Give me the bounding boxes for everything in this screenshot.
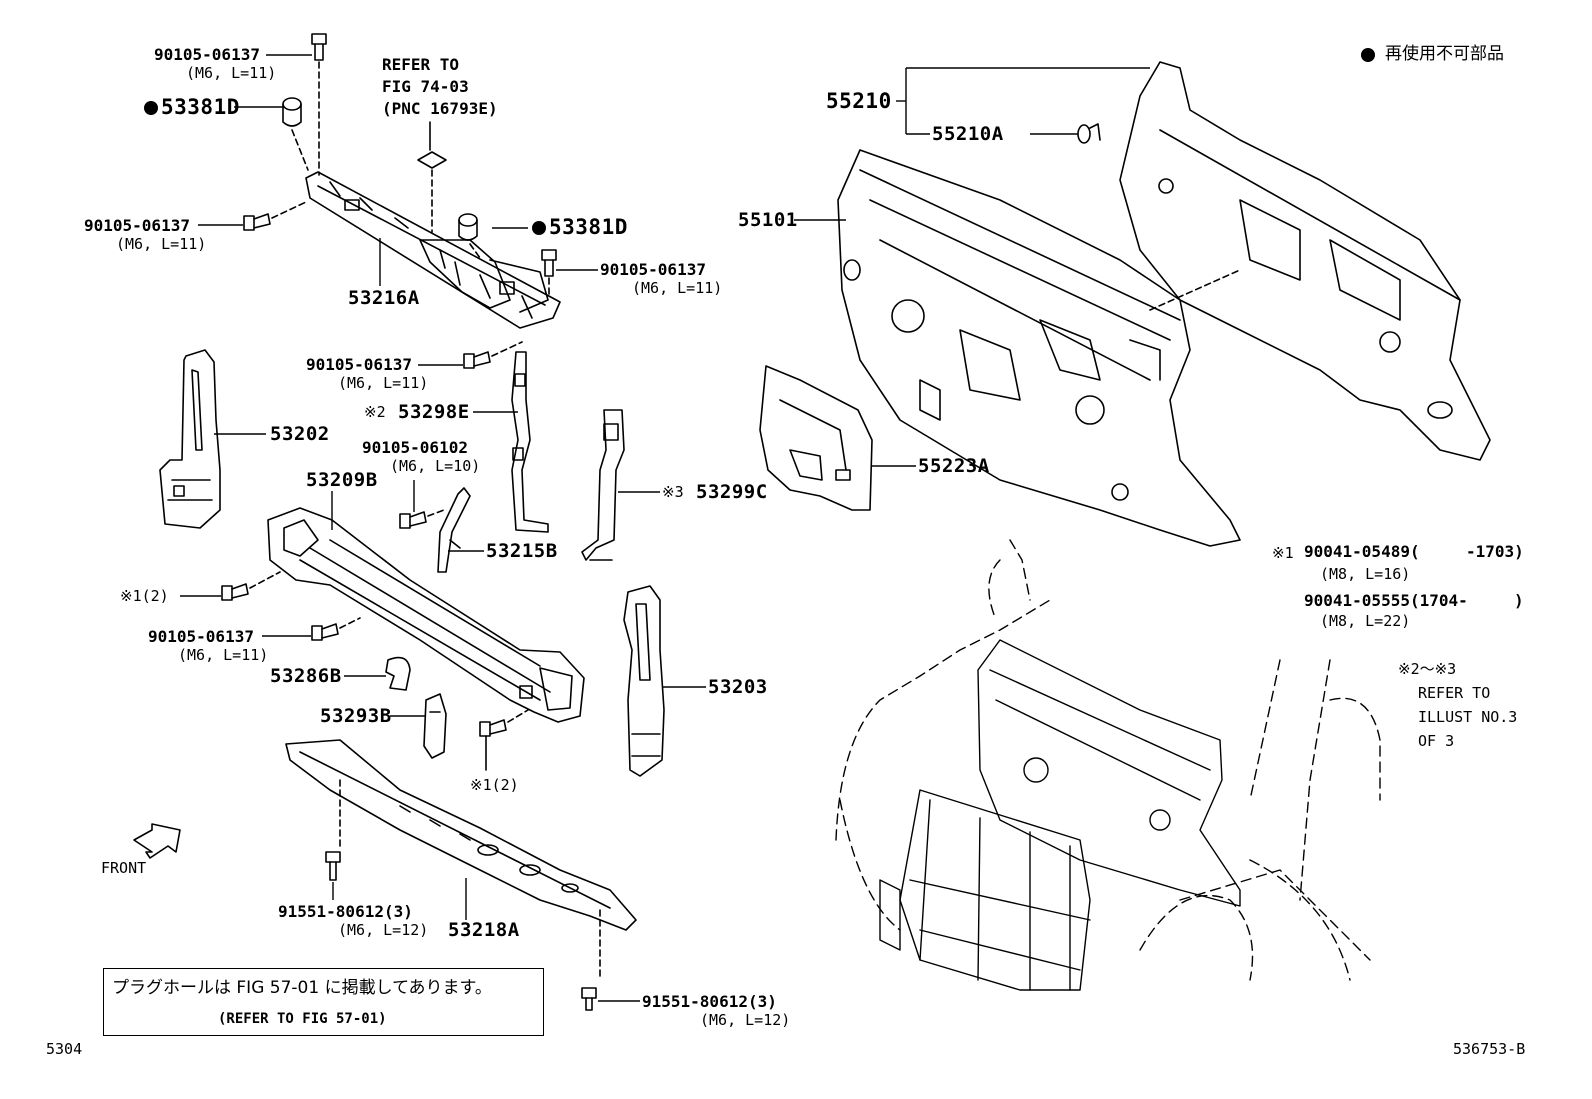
bracket-53203-drawing <box>623 585 665 777</box>
footnote-2-mark: ※2～※3 <box>1398 660 1457 678</box>
bolt-91551-right-pn: 91551-80612(3) <box>642 992 777 1011</box>
part-55223a-pn: 55223A <box>918 455 990 477</box>
refer-fig-line1: REFER TO <box>382 55 460 74</box>
silencer-55223a-drawing <box>759 365 873 511</box>
footnote-1-spec2: (M8, L=22) <box>1320 612 1411 630</box>
bolt-left-upper-drawing <box>243 201 307 231</box>
bolt-mark1-left-drawing <box>221 571 281 601</box>
support-53209b-drawing <box>267 507 585 723</box>
bolt-91551-right-drawing <box>581 987 597 1011</box>
footnote-1-range1: -1703) <box>1466 542 1524 561</box>
nut-53381d-right-drawing <box>458 213 481 259</box>
nut-53381d-right-pn: 53381D <box>549 215 628 239</box>
stay-53299c-drawing <box>581 409 625 561</box>
part-53202-pn: 53202 <box>270 423 330 445</box>
bolt-lower-left-pn: 90105-06137 <box>148 627 254 646</box>
bolt-left-upper-spec: (M6, L=11) <box>116 235 207 253</box>
part-53218a-pn: 53218A <box>448 919 520 941</box>
plug-hole-note-box <box>103 968 544 1036</box>
crossmember-53216a-drawing <box>305 171 561 329</box>
page-code-right: 536753-B <box>1453 1040 1526 1058</box>
bolt-06102-drawing <box>399 509 445 529</box>
footnote-1-spec1: (M8, L=16) <box>1320 565 1411 583</box>
refer-fig-line3: (PNC 16793E) <box>382 99 498 118</box>
bolt-mark1-right-drawing <box>479 709 529 771</box>
insulator-55210-drawing <box>1119 61 1491 461</box>
footnote-1-pn1: 90041-05489( <box>1304 542 1420 561</box>
footnote-2-line1: REFER TO <box>1418 684 1491 702</box>
bolt-right-upper-spec: (M6, L=11) <box>632 279 723 297</box>
bolt-right-upper-drawing <box>541 249 557 299</box>
nut-53381d-right-dot-icon <box>532 221 546 235</box>
part-55210-pn: 55210 <box>826 89 892 113</box>
legend-text: 再使用不可部品 <box>1385 44 1504 64</box>
part-55101-pn: 55101 <box>738 209 798 231</box>
bolt-lower-left-drawing <box>311 617 361 641</box>
bolt-top-spec: (M6, L=11) <box>186 64 277 82</box>
footnote-2-line3: OF 3 <box>1418 732 1455 750</box>
front-arrow-icon <box>133 823 181 859</box>
part-55210a-pn: 55210A <box>932 123 1004 145</box>
part-53209b-pn: 53209B <box>306 469 378 491</box>
refer-marker-drawing <box>417 121 447 233</box>
bolt-lower-left-spec: (M6, L=11) <box>178 646 269 664</box>
bolt-mid-drawing <box>463 341 523 369</box>
part-53293b-pn: 53293B <box>320 705 392 727</box>
bolt-mid-pn: 90105-06137 <box>306 355 412 374</box>
page-code-left: 5304 <box>46 1040 83 1058</box>
stay-53298e-drawing <box>511 351 549 533</box>
bolt-right-upper-pn: 90105-06137 <box>600 260 706 279</box>
part-53216a-pn: 53216A <box>348 287 420 309</box>
bolt-91551-left-pn: 91551-80612(3) <box>278 902 413 921</box>
nut-53381d-left-pn: 53381D <box>161 95 240 119</box>
bolt-06102-spec: (M6, L=10) <box>390 457 481 475</box>
bolt-top-drawing <box>311 33 327 176</box>
bolt-91551-left-drawing <box>325 851 341 881</box>
plug-note-jp: プラグホールは FIG 57-01 に掲載してあります。 <box>112 978 492 998</box>
part-53299c-mark: ※3 <box>662 483 684 501</box>
footnote-1-pn2: 90041-05555(1704- <box>1304 591 1468 610</box>
dash-panel-55101-drawing <box>837 149 1241 547</box>
bolt-left-upper-pn: 90105-06137 <box>84 216 190 235</box>
bolt-mark1-right-text: ※1(2) <box>470 776 519 794</box>
clip-53286b-drawing <box>385 656 411 691</box>
plug-note-en: (REFER TO FIG 57-01) <box>218 1011 387 1027</box>
part-53299c-pn: 53299C <box>696 481 768 503</box>
footnote-1-mark: ※1 <box>1272 544 1294 562</box>
bolt-91551-right-spec: (M6, L=12) <box>700 1011 791 1029</box>
part-53203-pn: 53203 <box>708 676 768 698</box>
bolt-06102-pn: 90105-06102 <box>362 438 468 457</box>
bracket-53202-drawing <box>159 349 221 529</box>
vehicle-outline-drawing <box>835 539 1381 991</box>
strap-53215b-drawing <box>437 487 471 573</box>
footnote-2-line2: ILLUST NO.3 <box>1418 708 1518 726</box>
front-label: FRONT <box>101 859 147 877</box>
bolt-91551-left-spec: (M6, L=12) <box>338 921 429 939</box>
part-53215b-pn: 53215B <box>486 540 558 562</box>
footnote-1-range2: ) <box>1514 591 1524 610</box>
bolt-top-pn: 90105-06137 <box>154 45 260 64</box>
nut-53381d-left-drawing <box>282 97 309 171</box>
bolt-mid-spec: (M6, L=11) <box>338 374 429 392</box>
part-53298e-pn: 53298E <box>398 401 470 423</box>
part-53298e-mark: ※2 <box>364 403 386 421</box>
part-53286b-pn: 53286B <box>270 665 342 687</box>
member-53218a-drawing <box>285 739 637 981</box>
refer-fig-line2: FIG 74-03 <box>382 77 469 96</box>
legend-dot-icon <box>1361 48 1375 62</box>
bolt-mark1-left-text: ※1(2) <box>120 587 169 605</box>
bracket-53293b-drawing <box>423 693 447 759</box>
nut-53381d-left-dot-icon <box>144 101 158 115</box>
